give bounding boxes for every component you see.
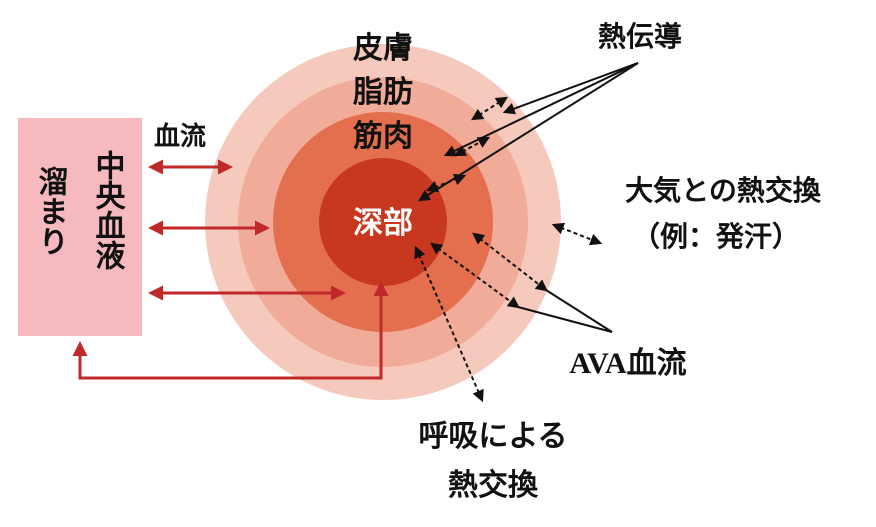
atmosphere-label-line1: 大気との熱交換 — [625, 174, 822, 207]
core-label: 深部 — [353, 206, 413, 241]
conduction-dashed-2 — [453, 136, 491, 157]
respiration-label-line2: 熱交換 — [448, 468, 539, 503]
fat-label: 脂肪 — [353, 75, 413, 110]
ava-label: AVA血流 — [569, 347, 686, 380]
ava-line-2 — [545, 289, 613, 333]
respiration-label-line1: 呼吸による — [418, 419, 567, 454]
conduction-label: 熱伝導 — [598, 20, 682, 53]
conduction-arrow-1 — [502, 62, 639, 115]
skin-label: 皮膚 — [353, 31, 413, 66]
blood-flow-label: 血流 — [154, 122, 206, 152]
ava-dashed-2 — [472, 232, 548, 292]
atmosphere-label-line2: （例：発汗） — [632, 220, 800, 253]
muscle-label: 筋肉 — [353, 119, 413, 154]
reservoir-label-col1: 溜まり — [33, 166, 69, 256]
reservoir-label-col2: 中央血液 — [90, 150, 126, 270]
atmosphere-exchange-arrow — [551, 222, 603, 246]
ava-line-1 — [517, 306, 613, 333]
core-return-flow-arrow — [72, 281, 389, 380]
